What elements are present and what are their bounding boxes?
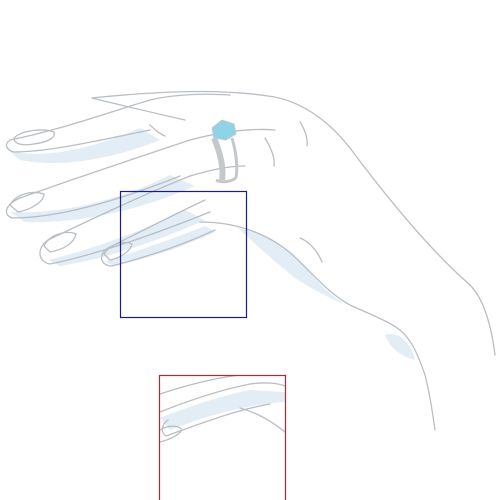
ring <box>211 119 239 184</box>
selection-box[interactable] <box>119 190 248 319</box>
hand-shadow <box>8 128 415 360</box>
gem-icon <box>211 119 237 141</box>
zoom-preview-content <box>159 375 285 443</box>
hand-outline <box>5 90 496 431</box>
zoom-preview-box[interactable] <box>158 374 287 500</box>
